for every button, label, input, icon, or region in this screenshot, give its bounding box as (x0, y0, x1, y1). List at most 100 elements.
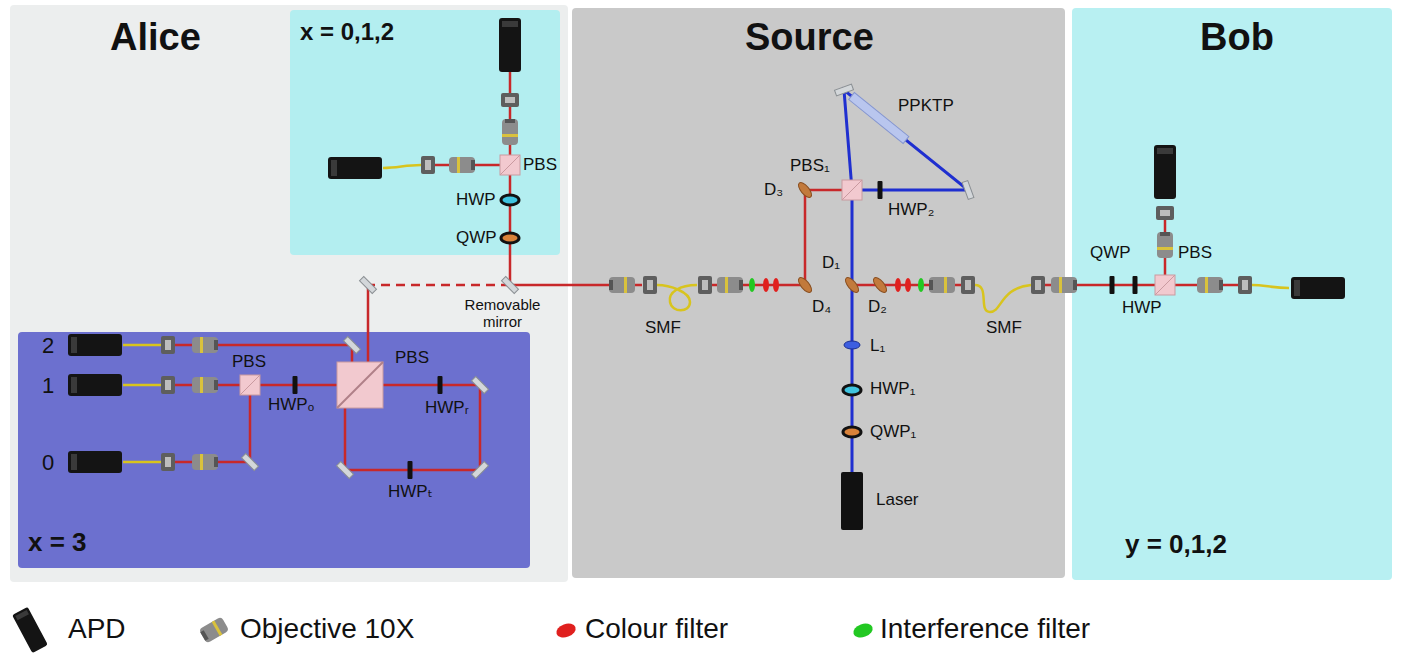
legend-swatch (851, 621, 874, 640)
dichroic-mirror (796, 181, 814, 200)
sagnac-loop (844, 90, 968, 190)
component-label: PBS (395, 348, 429, 368)
legend-text: Interference filter (880, 613, 1090, 645)
objective (1157, 232, 1173, 258)
pbs-cube (337, 362, 383, 408)
mirror (962, 181, 974, 200)
component-label: SMF (645, 318, 681, 338)
measurement-box: x = 3 (18, 332, 530, 568)
half-wave-plate (843, 385, 861, 395)
colour-filter (773, 278, 779, 292)
component-label: Laser (876, 490, 919, 510)
component-label: SMF (986, 318, 1022, 338)
component-label: QWP (456, 228, 497, 248)
pbs-cube (240, 375, 260, 395)
output-number: 0 (42, 450, 54, 475)
legend-apd-sample (12, 607, 48, 653)
component-label: HWP (456, 190, 496, 210)
apd-detector (68, 451, 122, 473)
objective (929, 277, 955, 293)
panel-heading: x = 0,1,2 (300, 18, 394, 46)
lens (844, 341, 860, 349)
panel-heading: x = 3 (28, 528, 87, 558)
objective (502, 119, 518, 145)
component-label: HWPₜ (388, 482, 433, 502)
mirror (360, 277, 377, 294)
component-label: D₄ (812, 297, 831, 317)
component-label: Removable mirror (445, 296, 560, 331)
dichroic-mirror (796, 276, 814, 295)
smf-coil (975, 285, 1031, 312)
fibre-coupler (161, 376, 175, 394)
mirror (344, 337, 361, 354)
mirror (472, 377, 489, 394)
pbs-cube (1155, 275, 1175, 295)
fibre (123, 461, 161, 464)
apd-detector (499, 18, 521, 72)
fibre (123, 344, 161, 347)
component-label: D₁ (822, 253, 840, 273)
component-label: D₃ (764, 180, 783, 200)
mirror (835, 84, 854, 96)
fibre-coupler (161, 336, 175, 354)
alice-panel: Alicex = 0,1,2x = 3 (10, 5, 568, 582)
objective (192, 377, 218, 393)
half-wave-plate (501, 195, 519, 205)
output-number: 1 (42, 373, 54, 398)
component-label: QWP₁ (870, 422, 916, 442)
interference-filter (749, 278, 755, 292)
fibre-coupler (698, 276, 712, 294)
objective (1051, 277, 1077, 293)
objective (609, 277, 635, 293)
beam (367, 285, 370, 362)
legend-text: APD (68, 613, 126, 645)
fibre-coupler (1031, 276, 1045, 294)
component-label: HWPₒ (268, 395, 314, 415)
panel-heading: Bob (1200, 16, 1274, 60)
colour-filter (905, 278, 911, 292)
component-label: HWP (1122, 298, 1162, 318)
legend-text: Objective 10X (240, 613, 414, 645)
component-label: PBS (1178, 243, 1212, 263)
pbs-cube (500, 155, 520, 175)
legend-objective-sample (199, 617, 230, 644)
quarter-wave-plate (843, 427, 861, 437)
half-wave-plate (408, 461, 413, 479)
output-number: 2 (42, 333, 54, 358)
mirror (242, 454, 259, 471)
dichroic-mirror (871, 276, 889, 295)
component-label: D₂ (868, 297, 887, 317)
beam (175, 395, 250, 462)
dashed-beam (368, 284, 510, 287)
laser (841, 472, 863, 530)
component-label: HWP₁ (870, 379, 915, 399)
fibres (123, 165, 1289, 462)
removable-mirror (502, 277, 519, 294)
apd-detector (1291, 277, 1345, 299)
component-label: L₁ (870, 336, 885, 356)
quarter-wave-plate (501, 233, 519, 243)
smf-coil (657, 285, 697, 310)
fibre-coupler (501, 93, 519, 107)
objective (449, 157, 475, 173)
component-label: PBS₁ (790, 156, 830, 176)
mirror (472, 462, 489, 479)
component-label: HWP₂ (888, 200, 934, 220)
colour-filter (895, 278, 901, 292)
legend-text: Colour filter (585, 613, 728, 645)
panel-subheading: y = 0,1,2 (1125, 530, 1227, 560)
apd-detector (328, 157, 382, 179)
mirror (337, 462, 354, 479)
quarter-wave-plate (1110, 276, 1115, 294)
half-wave-plate (1133, 276, 1138, 294)
fibre (123, 384, 161, 387)
apd-detector (68, 374, 122, 396)
fibre (1252, 285, 1289, 288)
fibre-coupler (161, 453, 175, 471)
beam (712, 190, 852, 285)
component-label: PBS (523, 155, 557, 175)
apd-detector (1154, 145, 1176, 199)
fibre-coupler (1238, 276, 1252, 294)
half-wave-plate (878, 181, 883, 199)
